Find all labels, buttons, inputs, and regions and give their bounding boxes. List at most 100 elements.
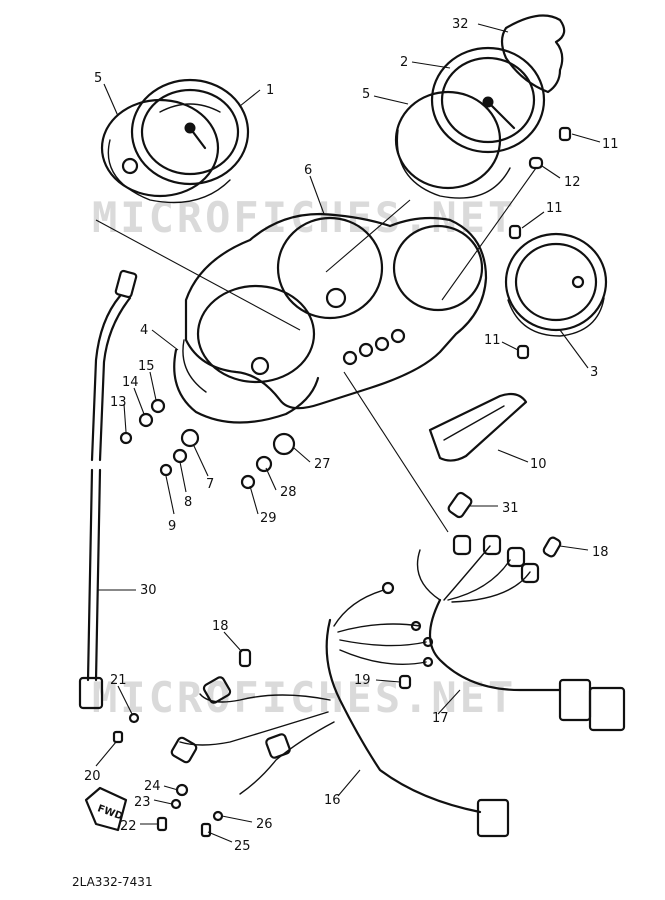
leader-right-gauge-to-housing xyxy=(325,199,411,273)
meter-housing xyxy=(184,212,488,410)
harness-16-loom xyxy=(325,618,482,814)
indicator-gauge-bezel xyxy=(504,232,608,332)
right-gauge-case-rim xyxy=(396,129,511,199)
leader-grommet-to-housing xyxy=(441,167,537,301)
cable-bottom-fitting xyxy=(78,676,104,710)
callout-7: 7 xyxy=(206,477,214,492)
callout-17: 17 xyxy=(432,711,449,726)
cable-upper-inner xyxy=(98,296,132,462)
washer-15 xyxy=(150,398,166,414)
callout-25: 25 xyxy=(234,839,251,854)
callout-31: 31 xyxy=(502,501,519,516)
indicator-hole-3 xyxy=(374,336,390,352)
screw-22 xyxy=(156,816,168,832)
harness-17-socket-2 xyxy=(482,534,502,556)
callout-5-right: 5 xyxy=(362,87,370,102)
harness-16-socket-a xyxy=(202,676,232,704)
callout-21: 21 xyxy=(110,673,127,688)
watermark-bottom: MICROFICHES.NET xyxy=(92,673,516,722)
wire-harness-17 xyxy=(416,534,626,732)
wire-harness-16 xyxy=(170,581,510,838)
bolt-31 xyxy=(447,491,473,519)
fwd-arrow-shape xyxy=(84,786,128,832)
grommet-7 xyxy=(180,428,200,448)
left-gauge-face xyxy=(140,88,240,176)
left-gauge-bezel xyxy=(130,78,250,186)
callout-24: 24 xyxy=(144,779,161,794)
callout-18-bottom: 18 xyxy=(212,619,229,634)
washer-14 xyxy=(138,412,154,428)
harness-17-connector xyxy=(588,686,626,732)
callout-10: 10 xyxy=(530,457,547,472)
left-gauge-needle xyxy=(188,126,207,150)
callout-leaders xyxy=(95,23,601,843)
screw-11-mid xyxy=(508,224,522,240)
callout-3: 3 xyxy=(590,365,598,380)
collar-28 xyxy=(255,455,273,473)
screw-11-top xyxy=(558,126,572,142)
washer-23 xyxy=(170,798,182,810)
callout-29: 29 xyxy=(260,511,277,526)
left-gauge-case xyxy=(100,98,220,198)
meter-housing-outline xyxy=(184,212,488,410)
nut-9 xyxy=(159,463,173,477)
left-gauge-scale xyxy=(159,103,221,113)
harness-17-coupler xyxy=(558,678,592,722)
screw-20 xyxy=(112,730,124,744)
terminal-1 xyxy=(410,620,422,632)
lower-left-case-lip xyxy=(182,339,207,393)
callout-15: 15 xyxy=(138,359,155,374)
callout-18-top: 18 xyxy=(592,545,609,560)
harness-16-connector xyxy=(476,798,510,838)
right-gauge-face xyxy=(440,56,536,144)
callout-1: 1 xyxy=(266,83,274,98)
callout-19: 19 xyxy=(354,673,371,688)
callout-32: 32 xyxy=(452,17,469,32)
callout-8: 8 xyxy=(184,495,192,510)
meter-housing-boss-1 xyxy=(325,287,347,309)
indicator-gauge-rim xyxy=(507,297,605,337)
callout-16: 16 xyxy=(324,793,341,808)
left-gauge xyxy=(100,78,250,204)
meter-housing-right-bore xyxy=(392,224,484,312)
watermark-top: MICROFICHES.NET xyxy=(92,193,516,242)
callout-13: 13 xyxy=(110,395,127,410)
washer-8 xyxy=(172,448,188,464)
assembly-leaders xyxy=(95,167,537,533)
lower-left-case xyxy=(173,348,320,424)
right-gauge-bezel xyxy=(430,46,546,154)
harness-16-socket-b xyxy=(170,736,198,764)
callout-23: 23 xyxy=(134,795,151,810)
callout-28: 28 xyxy=(280,485,297,500)
callout-27: 27 xyxy=(314,457,331,472)
speedometer-cable xyxy=(78,269,138,710)
callout-20: 20 xyxy=(84,769,101,784)
screw-13 xyxy=(119,431,133,445)
meter-housing-boss-2 xyxy=(250,356,270,376)
left-gauge-socket xyxy=(121,157,139,175)
cable-lower xyxy=(86,468,102,682)
right-gauge xyxy=(394,46,546,199)
lens-cover xyxy=(500,14,566,94)
indicator-panel-line xyxy=(443,405,505,441)
harness-16-socket-c xyxy=(265,733,291,759)
fwd-arrow: FWD xyxy=(84,786,128,832)
harness-16-socket-top xyxy=(381,581,395,595)
harness-17-loom xyxy=(429,598,562,692)
grommet-12 xyxy=(528,156,544,170)
nut-29 xyxy=(240,474,256,490)
indicator-gauge-face xyxy=(514,242,598,322)
right-gauge-case xyxy=(394,90,502,190)
callout-9: 9 xyxy=(168,519,176,534)
harness-17-socket-3 xyxy=(506,546,526,568)
washer-24 xyxy=(175,783,189,797)
grommet-27 xyxy=(272,432,296,456)
callout-11-top: 11 xyxy=(602,137,619,152)
part-callouts: 1 2 3 4 5 5 6 7 8 9 10 11 11 11 12 13 14… xyxy=(84,17,619,854)
cable-top-fitting xyxy=(114,269,138,299)
callout-2: 2 xyxy=(400,55,408,70)
indicator-gauge-lamp xyxy=(571,275,585,289)
callout-30: 30 xyxy=(140,583,157,598)
